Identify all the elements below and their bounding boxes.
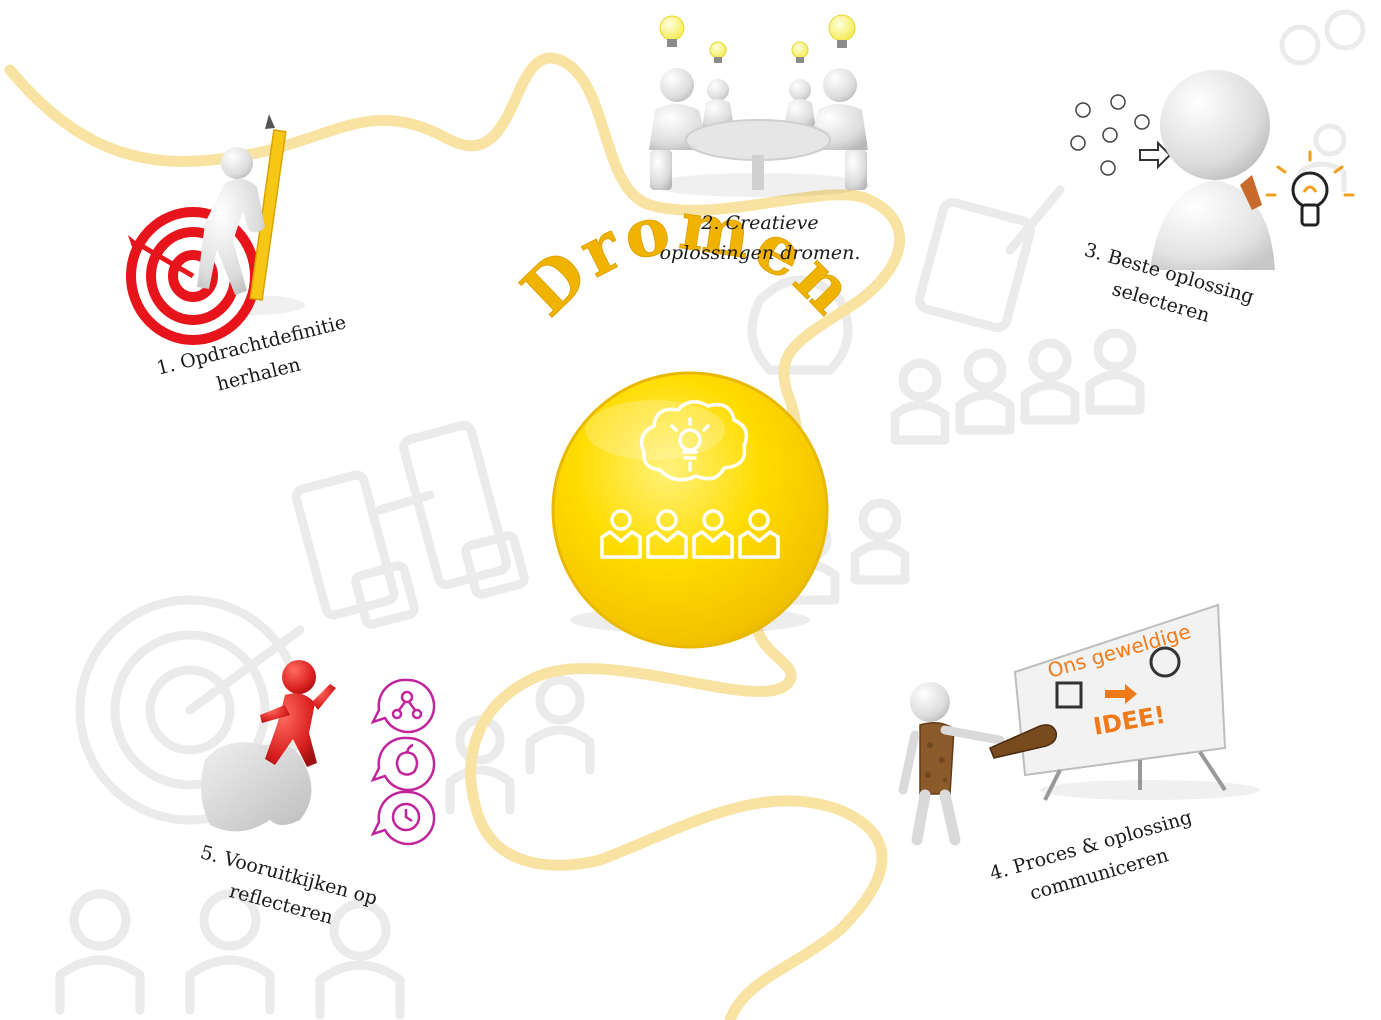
step2-label-line1: 2. Creatieve (630, 208, 890, 238)
watermark-binoculars-icon (291, 420, 529, 629)
figure-with-pencil (197, 114, 287, 301)
magenta-icons (370, 678, 436, 846)
watermark-people-icon-bottom (55, 675, 595, 1020)
club-icon (989, 724, 1058, 759)
step3-illustration (1070, 70, 1355, 270)
step5-number: 5. (198, 841, 222, 868)
step1-number: 1. (154, 353, 178, 380)
brain-lightbulb-icon (639, 400, 749, 482)
watermark-team-icon (890, 328, 1145, 445)
step2-illustration (649, 14, 870, 197)
watermark-document-icon (915, 185, 1065, 333)
dromen-ball (551, 371, 829, 649)
apple-icon (370, 736, 436, 792)
step4-number: 4. (987, 858, 1011, 885)
flipchart: Ons geweldige IDEE! (1013, 603, 1227, 801)
red-runner-figure (260, 660, 336, 767)
small-bulbs-cluster (1070, 94, 1150, 176)
watermark-head-icon (747, 275, 853, 375)
lightbulb-icons (659, 14, 856, 63)
idea-bulb-icon (1265, 150, 1355, 227)
step2-number: 2. (701, 212, 720, 234)
step3-number: 3. (1081, 238, 1106, 266)
team-people-icon (600, 509, 780, 559)
rock (201, 742, 312, 832)
clock-icon (370, 790, 436, 846)
step2-label-line2: oplossingen dromen. (659, 242, 861, 264)
network-icon (370, 678, 436, 734)
step2-label: 2. Creatieve oplossingen dromen. (630, 208, 890, 268)
meeting-table (685, 119, 831, 161)
caveman-figure (898, 682, 1058, 846)
step2-title: Creatieve (725, 212, 819, 234)
watermark-top-right-icons (1279, 9, 1366, 193)
thinking-head (1160, 70, 1270, 180)
step5-illustration (201, 660, 436, 846)
step4-illustration: Ons geweldige IDEE! (898, 603, 1260, 846)
arrow-icon (1139, 140, 1172, 170)
step1-illustration (126, 114, 305, 345)
